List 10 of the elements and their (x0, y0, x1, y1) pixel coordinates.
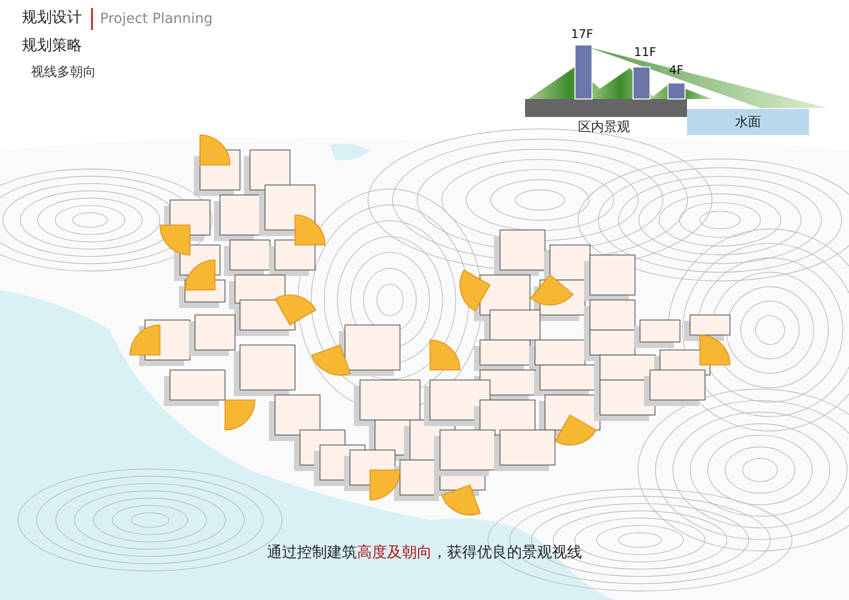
heading: 规划设计 (22, 9, 82, 26)
strategy-label: 视线多朝向 (31, 66, 96, 81)
floor-label: 17F (571, 28, 594, 42)
section-heading: 规划策略 (22, 37, 82, 54)
caption: 通过控制建筑高度及朝向，获得优良的景观视线 (267, 543, 582, 561)
section-label: 区内景观 (578, 121, 630, 136)
floor-label: 11F (634, 46, 656, 60)
subheading: Project Planning (100, 11, 213, 28)
water-surface-box (687, 109, 809, 135)
water-label: 水面 (735, 114, 761, 131)
